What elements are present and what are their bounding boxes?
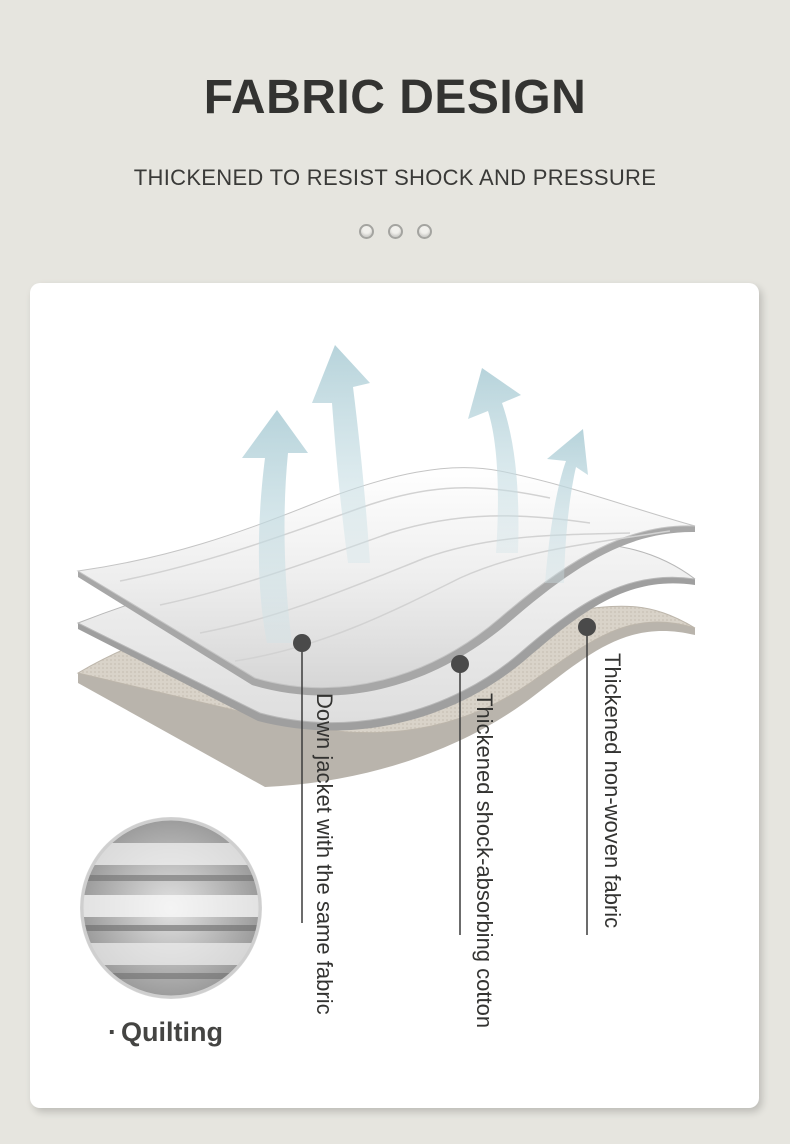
outer-fabric-label-line1: Down jacket with the same	[312, 693, 337, 955]
breathability-arrows	[242, 345, 588, 643]
decorative-dots	[0, 224, 790, 239]
up-arrow-icon	[242, 410, 308, 643]
pin-icon	[451, 655, 469, 673]
outer-fabric-label: Down jacket with the same fabric	[312, 693, 337, 1015]
nonwoven-label-line1: Thickened non-woven fabric	[600, 653, 625, 929]
bullet: ·	[108, 1017, 117, 1047]
quilting-detail-image	[80, 817, 262, 999]
page-title: FABRIC DESIGN	[203, 71, 587, 124]
cotton-label: Thickened shock-absorbing cotton	[472, 693, 497, 1029]
fabric-diagram-card: Down jacket with the same fabric Thicken…	[30, 283, 759, 1108]
up-arrow-icon	[545, 429, 588, 583]
dot-icon	[387, 224, 403, 239]
up-arrow-icon	[468, 368, 521, 553]
callout-pins	[293, 618, 596, 935]
quilting-caption: ·Quilting	[108, 1017, 223, 1048]
cotton-label-line2: cotton	[472, 968, 497, 1029]
outer-fabric-label-line2: fabric	[312, 960, 337, 1015]
quilting-label: Quilting	[121, 1017, 223, 1047]
fabric-layers-illustration	[76, 345, 696, 999]
page-subtitle: THICKENED TO RESIST SHOCK AND PRESSURE	[133, 165, 657, 190]
dot-icon	[358, 224, 374, 239]
up-arrow-icon	[312, 345, 370, 563]
dot-icon	[416, 224, 432, 239]
cotton-label-line1: Thickened shock-absorbing	[472, 693, 497, 963]
pin-icon	[578, 618, 596, 636]
pin-icon	[293, 634, 311, 652]
nonwoven-label: Thickened non-woven fabric	[600, 653, 625, 929]
